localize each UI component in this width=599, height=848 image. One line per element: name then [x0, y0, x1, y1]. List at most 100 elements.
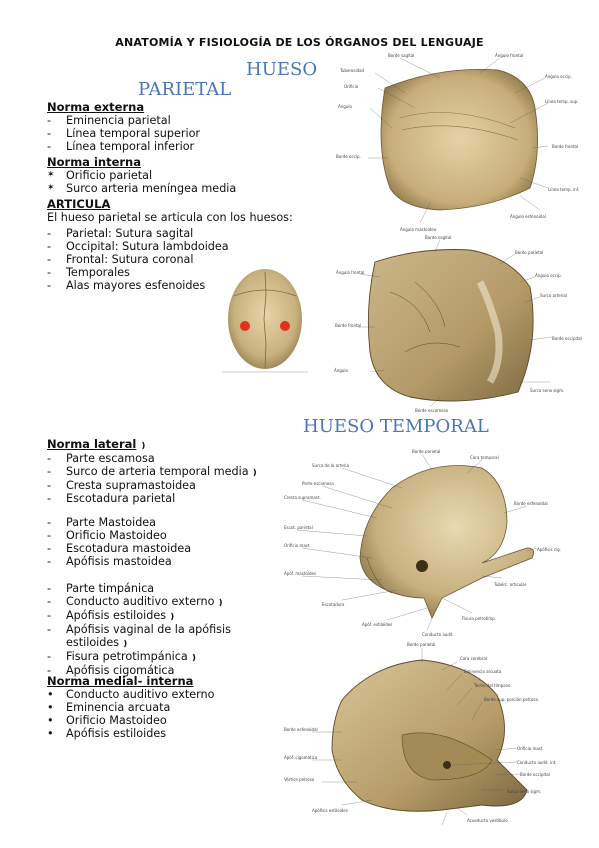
svg-text:Conducto audit. int.: Conducto audit. int.	[517, 760, 557, 765]
list-item-text: Frontal: Sutura coronal	[66, 253, 194, 266]
dash-bullet-icon: -	[47, 664, 52, 677]
svg-text:Parte escamosa: Parte escamosa	[302, 481, 334, 486]
temporal-lateral-figure: Borde parietal Surco de la arteria Cara …	[282, 448, 572, 638]
svg-text:Orificio: Orificio	[344, 84, 359, 89]
svg-text:Borde frontal: Borde frontal	[552, 144, 578, 149]
norma-externa-title: Norma externa	[47, 100, 145, 114]
temporal-group3-list: -Parte timpánica-Conducto auditivo exter…	[47, 582, 231, 677]
svg-text:Surco arterial: Surco arterial	[540, 293, 567, 298]
svg-text:Borde parietal: Borde parietal	[407, 642, 435, 647]
list-item: - Occipital: Sutura lambdoidea	[47, 240, 229, 253]
dash-bullet-icon: -	[47, 650, 52, 663]
list-item: - Parte timpánica	[47, 582, 231, 595]
list-item: -Parte escamosa	[47, 452, 258, 465]
svg-text:Borde sagital: Borde sagital	[388, 53, 414, 58]
skull-top-view-image	[222, 264, 308, 374]
svg-text:Borde parietal: Borde parietal	[515, 250, 543, 255]
dash-bullet-icon: -	[47, 582, 52, 595]
list-item: ✶Orificio parietal	[47, 169, 236, 182]
dash-bullet-icon: -	[47, 516, 52, 529]
svg-text:Apóf. cigomática: Apóf. cigomática	[284, 755, 318, 760]
parietal-heading-1: HUESO	[246, 59, 318, 80]
svg-text:Acueducto vestíbulo: Acueducto vestíbulo	[467, 818, 508, 823]
norma-interna-title: Norma interna	[47, 155, 141, 169]
list-item: •Conducto auditivo externo	[47, 688, 214, 701]
list-item-text: Surco arteria meníngea media	[66, 182, 237, 195]
list-item-text: Línea temporal inferior	[66, 140, 195, 153]
parietal-heading-2: PARIETAL	[138, 79, 232, 100]
svg-text:Apófisis estiloides: Apófisis estiloides	[312, 808, 348, 813]
parietal-external-figure: Borde sagital Ángulo frontal Tuberosidad…	[330, 48, 585, 238]
bullet-icon: •	[47, 688, 54, 701]
list-item: -Escotadura parietal	[47, 492, 258, 505]
item-marker: ❫	[166, 612, 176, 621]
list-item-text: Eminencia arcuata	[66, 701, 171, 714]
svg-text:Borde occipital: Borde occipital	[552, 336, 582, 341]
dash-bullet-icon: -	[47, 240, 52, 253]
list-item: -Alas mayores esfenoides	[47, 279, 229, 292]
list-item: -Conducto auditivo externo ❫	[47, 595, 231, 609]
svg-text:Vértice petroso: Vértice petroso	[284, 777, 315, 782]
dash-bullet-icon: -	[47, 114, 52, 127]
list-item-text: Escotadura parietal	[66, 492, 176, 505]
dash-bullet-icon: -	[47, 529, 52, 542]
list-item: •Eminencia arcuata	[47, 701, 214, 714]
list-item: -Parietal: Sutura sagital	[47, 227, 229, 240]
list-item-text: Alas mayores esfenoides	[66, 279, 206, 292]
item-marker: ❫	[248, 468, 259, 477]
lateral-title-marker: ❫	[139, 441, 147, 450]
list-item-text: Cresta supramastoidea	[66, 479, 196, 492]
bullet-icon: •	[47, 714, 54, 727]
dash-bullet-icon: -	[47, 479, 52, 492]
list-item-text: Fisura petrotimpánica	[66, 650, 188, 663]
list-item: -Apófisis cigomática	[47, 664, 231, 677]
list-item-text: estiloides	[66, 636, 120, 649]
list-item: -Frontal: Sutura coronal	[47, 253, 229, 266]
svg-text:Ángulo esfenoidal: Ángulo esfenoidal	[510, 214, 546, 219]
list-item: -Surco de arteria temporal media ❫	[47, 465, 258, 479]
list-item-text: Parte timpánica	[66, 582, 155, 595]
list-item: - Escotadura mastoidea	[47, 542, 191, 555]
svg-text:Ángulo frontal: Ángulo frontal	[336, 270, 364, 275]
svg-text:Apófisis cig.: Apófisis cig.	[537, 547, 561, 552]
dash-bullet-icon: -	[47, 542, 52, 555]
svg-text:Borde frontal: Borde frontal	[335, 323, 361, 328]
parietal-marker-right	[280, 321, 290, 331]
list-item: -Parte Mastoidea	[47, 516, 191, 529]
svg-text:Ángulo: Ángulo	[334, 368, 348, 373]
svg-text:Apóf. mastoides: Apóf. mastoides	[284, 571, 316, 576]
list-item-text: Escotadura mastoidea	[66, 542, 192, 555]
norma-medial-title: Norma medial- interna	[47, 674, 194, 688]
svg-text:Ángulo: Ángulo	[338, 104, 352, 109]
item-marker: ❫	[119, 639, 129, 648]
svg-text:Surco seno sigm.: Surco seno sigm.	[530, 388, 564, 393]
svg-text:Fisura petrotimp.: Fisura petrotimp.	[462, 616, 496, 621]
list-item-text: Orificio parietal	[66, 169, 153, 182]
list-item-text: Apófisis mastoidea	[66, 555, 172, 568]
list-item: - Cresta supramastoidea	[47, 479, 258, 492]
temporal-group1-list: -Parte escamosa-Surco de arteria tempora…	[47, 452, 258, 505]
list-item-text: Conducto auditivo externo	[66, 595, 215, 608]
norma-medial-list: •Conducto auditivo externo•Eminencia arc…	[47, 688, 214, 740]
temporal-medial-figure: Borde parietal Cara cerebral Eminencia a…	[282, 640, 572, 835]
norma-lateral-title-row: Norma lateral ❫	[47, 437, 147, 451]
svg-text:Borde esfenoidal: Borde esfenoidal	[514, 501, 548, 506]
dash-bullet-icon: -	[47, 266, 52, 279]
list-item: -Fisura petrotimpánica ❫	[47, 650, 231, 664]
list-item-text: Temporales	[66, 266, 130, 279]
dash-bullet-icon: -	[47, 609, 52, 622]
list-item: -Línea temporal inferior	[47, 140, 200, 153]
list-item-text: Occipital: Sutura lambdoidea	[66, 240, 229, 253]
svg-text:Orificio mast.: Orificio mast.	[517, 746, 544, 751]
articula-intro: El hueso parietal se articula con los hu…	[47, 211, 293, 224]
norma-lateral-title: Norma lateral	[47, 437, 137, 451]
list-item-text: Línea temporal superior	[66, 127, 201, 140]
articula-list: -Parietal: Sutura sagital-Occipital: Sut…	[47, 227, 229, 292]
svg-text:Eminencia arcuata: Eminencia arcuata	[464, 669, 502, 674]
svg-text:Borde escamoso: Borde escamoso	[415, 408, 449, 413]
svg-text:Ángulo mastoideo: Ángulo mastoideo	[400, 227, 437, 232]
list-item: - Temporales	[47, 266, 229, 279]
list-item: -Eminencia parietal	[47, 114, 200, 127]
norma-externa-list: -Eminencia parietal- Línea temporal super…	[47, 114, 200, 153]
list-item-text: Parietal: Sutura sagital	[66, 227, 194, 240]
